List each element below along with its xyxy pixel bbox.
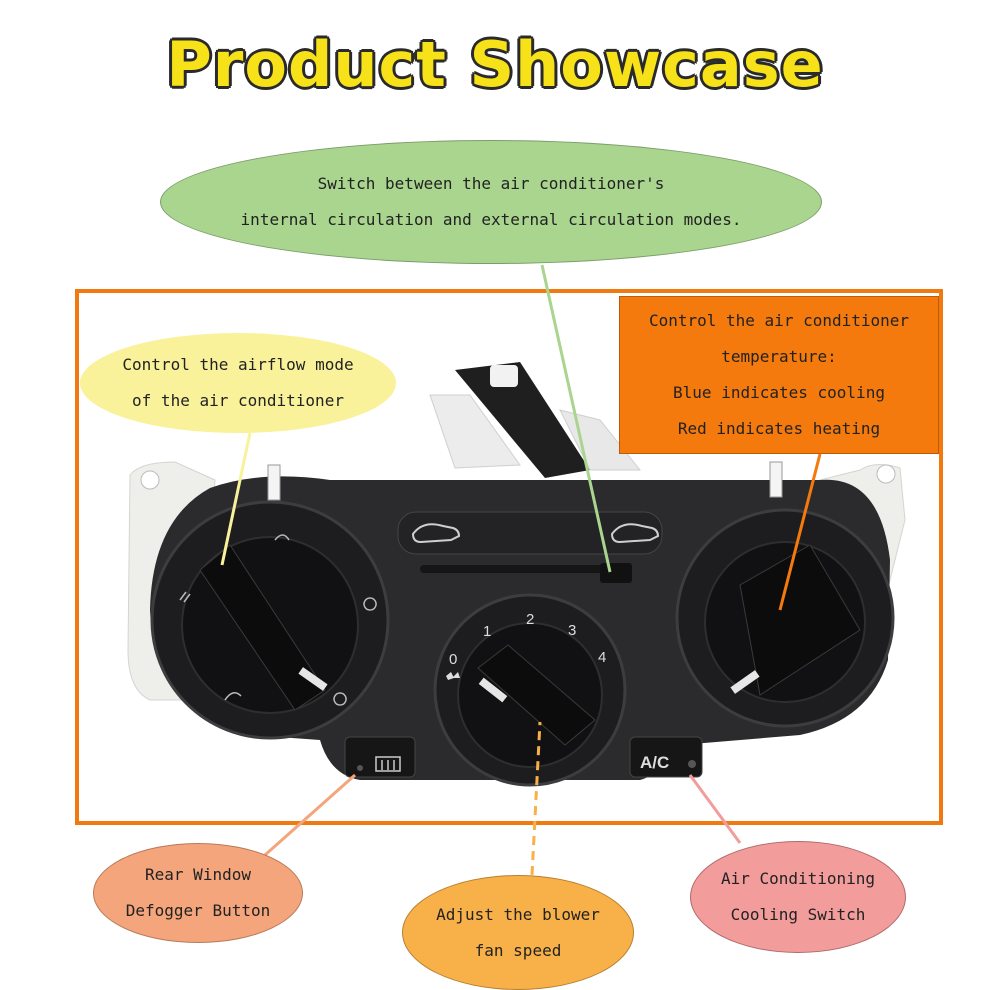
- defogger-text: Rear Window Defogger Button: [125, 865, 271, 920]
- airflow-callout: Control the airflow mode of the air cond…: [80, 333, 396, 433]
- ac-text: Air Conditioning Cooling Switch: [720, 869, 876, 924]
- fan-label-4: 4: [598, 649, 606, 666]
- product-frame: [75, 289, 943, 825]
- fan-label-2: 2: [526, 611, 534, 628]
- temperature-text: Control the air conditioner temperature:…: [648, 311, 910, 438]
- defogger-callout: Rear Window Defogger Button: [93, 843, 303, 943]
- defogger-icon: [375, 756, 401, 772]
- page-title: Product Showcase: [166, 28, 824, 101]
- fan-label-0: 0: [449, 651, 457, 668]
- ac-button-label: A/C: [640, 753, 669, 772]
- fan-label-3: 3: [568, 622, 576, 639]
- circulation-text: Switch between the air conditioner's int…: [240, 174, 742, 229]
- blower-text: Adjust the blower fan speed: [436, 904, 600, 960]
- fan-label-1: 1: [483, 623, 491, 640]
- ac-button[interactable]: [629, 736, 703, 778]
- circulation-callout: Switch between the air conditioner's int…: [160, 140, 822, 264]
- fan-icon: [446, 672, 460, 680]
- ac-callout: Air Conditioning Cooling Switch: [690, 841, 906, 953]
- airflow-text: Control the airflow mode of the air cond…: [122, 355, 354, 410]
- blower-callout: Adjust the blower fan speed: [402, 875, 634, 990]
- temperature-callout: Control the air conditioner temperature:…: [619, 296, 939, 454]
